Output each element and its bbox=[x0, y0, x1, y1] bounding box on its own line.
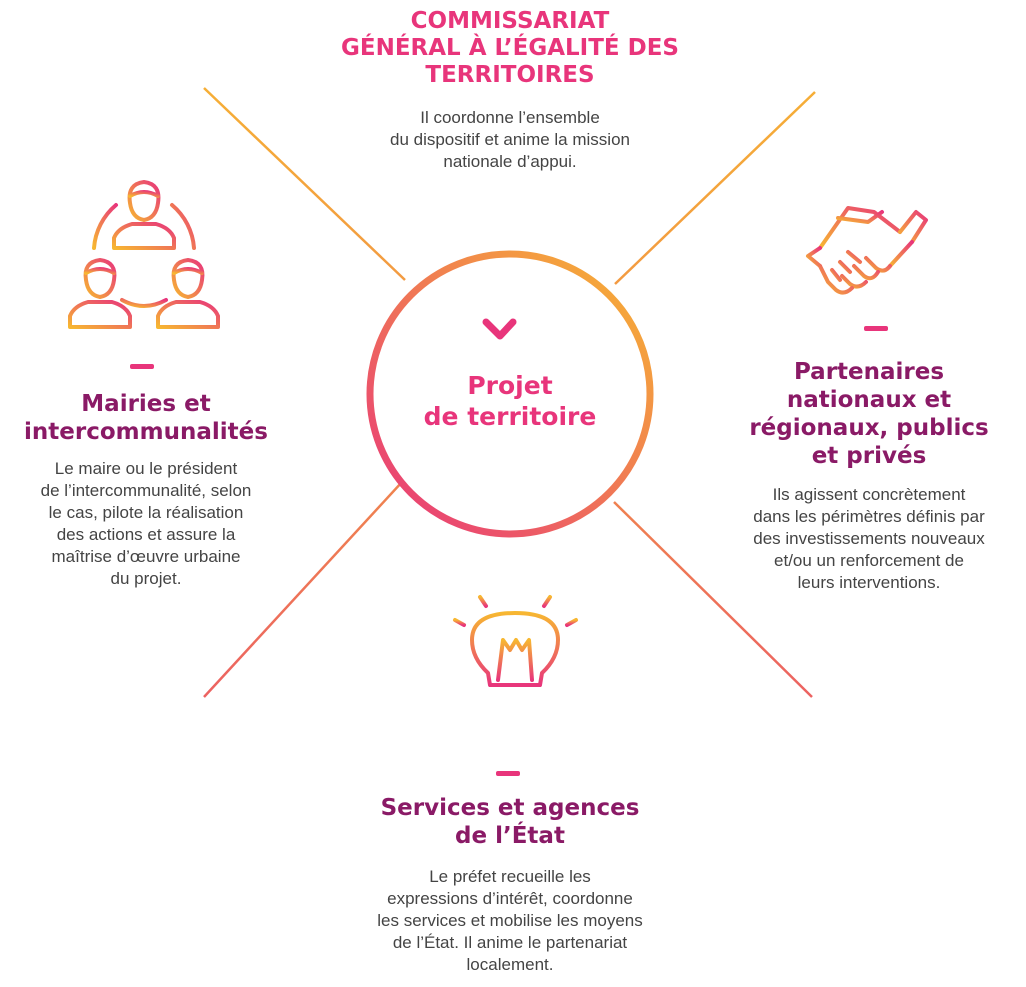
left-title-line: Mairies et bbox=[81, 391, 211, 417]
top-description: Il coordonne l’ensemble du dispositif et… bbox=[260, 107, 760, 173]
chevron-down-icon bbox=[482, 318, 517, 340]
left-dash-divider bbox=[130, 364, 154, 369]
bottom-description-line: localement. bbox=[466, 955, 554, 974]
right-title-line: régionaux, publics bbox=[749, 415, 989, 441]
bottom-description-line: de l’État. Il anime le partenariat bbox=[392, 933, 628, 952]
lightbulb-icon bbox=[453, 587, 578, 718]
center-title-line: de territoire bbox=[423, 402, 597, 431]
left-description-line: des actions et assure la bbox=[56, 525, 236, 544]
left-description-line: maîtrise d’œuvre urbaine bbox=[51, 547, 241, 566]
top-title-line: GÉNÉRAL À L’ÉGALITÉ DES bbox=[340, 35, 679, 61]
center-label: Projet de territoire bbox=[380, 370, 640, 432]
top-block: COMMISSARIAT GÉNÉRAL À L’ÉGALITÉ DES TER… bbox=[260, 8, 760, 173]
left-title: Mairies et intercommunalités bbox=[0, 390, 292, 446]
handshake-icon bbox=[806, 206, 928, 295]
connector-line-top-right bbox=[614, 91, 816, 285]
left-block: Mairies et intercommunalités Le maire ou… bbox=[0, 390, 292, 590]
right-description-line: des investissements nouveaux bbox=[753, 529, 985, 548]
connector-line-bottom-left bbox=[203, 481, 403, 698]
left-description: Le maire ou le président de l’intercommu… bbox=[0, 458, 292, 590]
left-description-line: Le maire ou le président bbox=[54, 459, 238, 478]
bottom-title: Services et agences de l’État bbox=[310, 794, 710, 850]
bottom-description: Le préfet recueille les expressions d’in… bbox=[310, 866, 710, 976]
right-description: Ils agissent concrètement dans les périm… bbox=[716, 484, 1022, 594]
center-title-line: Projet bbox=[467, 371, 553, 400]
right-title: Partenaires nationaux et régionaux, publ… bbox=[716, 358, 1022, 470]
top-description-line: nationale d’appui. bbox=[443, 152, 577, 171]
left-description-line: le cas, pilote la réalisation bbox=[48, 503, 244, 522]
left-title-line: intercommunalités bbox=[24, 419, 268, 445]
right-title-line: et privés bbox=[811, 443, 927, 469]
right-block: Partenaires nationaux et régionaux, publ… bbox=[716, 358, 1022, 594]
top-title-line: TERRITOIRES bbox=[425, 62, 595, 88]
right-description-line: leurs interventions. bbox=[797, 573, 941, 592]
bottom-description-line: les services et mobilise les moyens bbox=[377, 911, 643, 930]
right-description-line: dans les périmètres définis par bbox=[753, 507, 985, 526]
right-title-line: Partenaires bbox=[793, 359, 945, 385]
top-description-line: du dispositif et anime la mission bbox=[389, 130, 630, 149]
connector-line-bottom-right bbox=[613, 501, 813, 698]
bottom-block: Services et agences de l’État Le préfet … bbox=[310, 794, 710, 976]
bottom-title-line: de l’État bbox=[455, 823, 565, 849]
left-description-line: du projet. bbox=[110, 569, 182, 588]
right-description-line: Ils agissent concrètement bbox=[772, 485, 966, 504]
bottom-description-line: Le préfet recueille les bbox=[429, 867, 591, 886]
bottom-title-line: Services et agences bbox=[380, 795, 640, 821]
bottom-dash-divider bbox=[496, 771, 520, 776]
top-title: COMMISSARIAT GÉNÉRAL À L’ÉGALITÉ DES TER… bbox=[260, 8, 760, 89]
connector-line-top-left bbox=[203, 87, 406, 281]
top-description-line: Il coordonne l’ensemble bbox=[420, 108, 600, 127]
top-title-line: COMMISSARIAT bbox=[410, 8, 610, 34]
center-circle bbox=[366, 250, 654, 538]
right-description-line: et/ou un renforcement de bbox=[774, 551, 964, 570]
bottom-description-line: expressions d’intérêt, coordonne bbox=[387, 889, 633, 908]
left-description-line: de l’intercommunalité, selon bbox=[40, 481, 252, 500]
right-title-line: nationaux et bbox=[786, 387, 952, 413]
right-dash-divider bbox=[864, 326, 888, 331]
people-network-icon bbox=[68, 180, 220, 329]
